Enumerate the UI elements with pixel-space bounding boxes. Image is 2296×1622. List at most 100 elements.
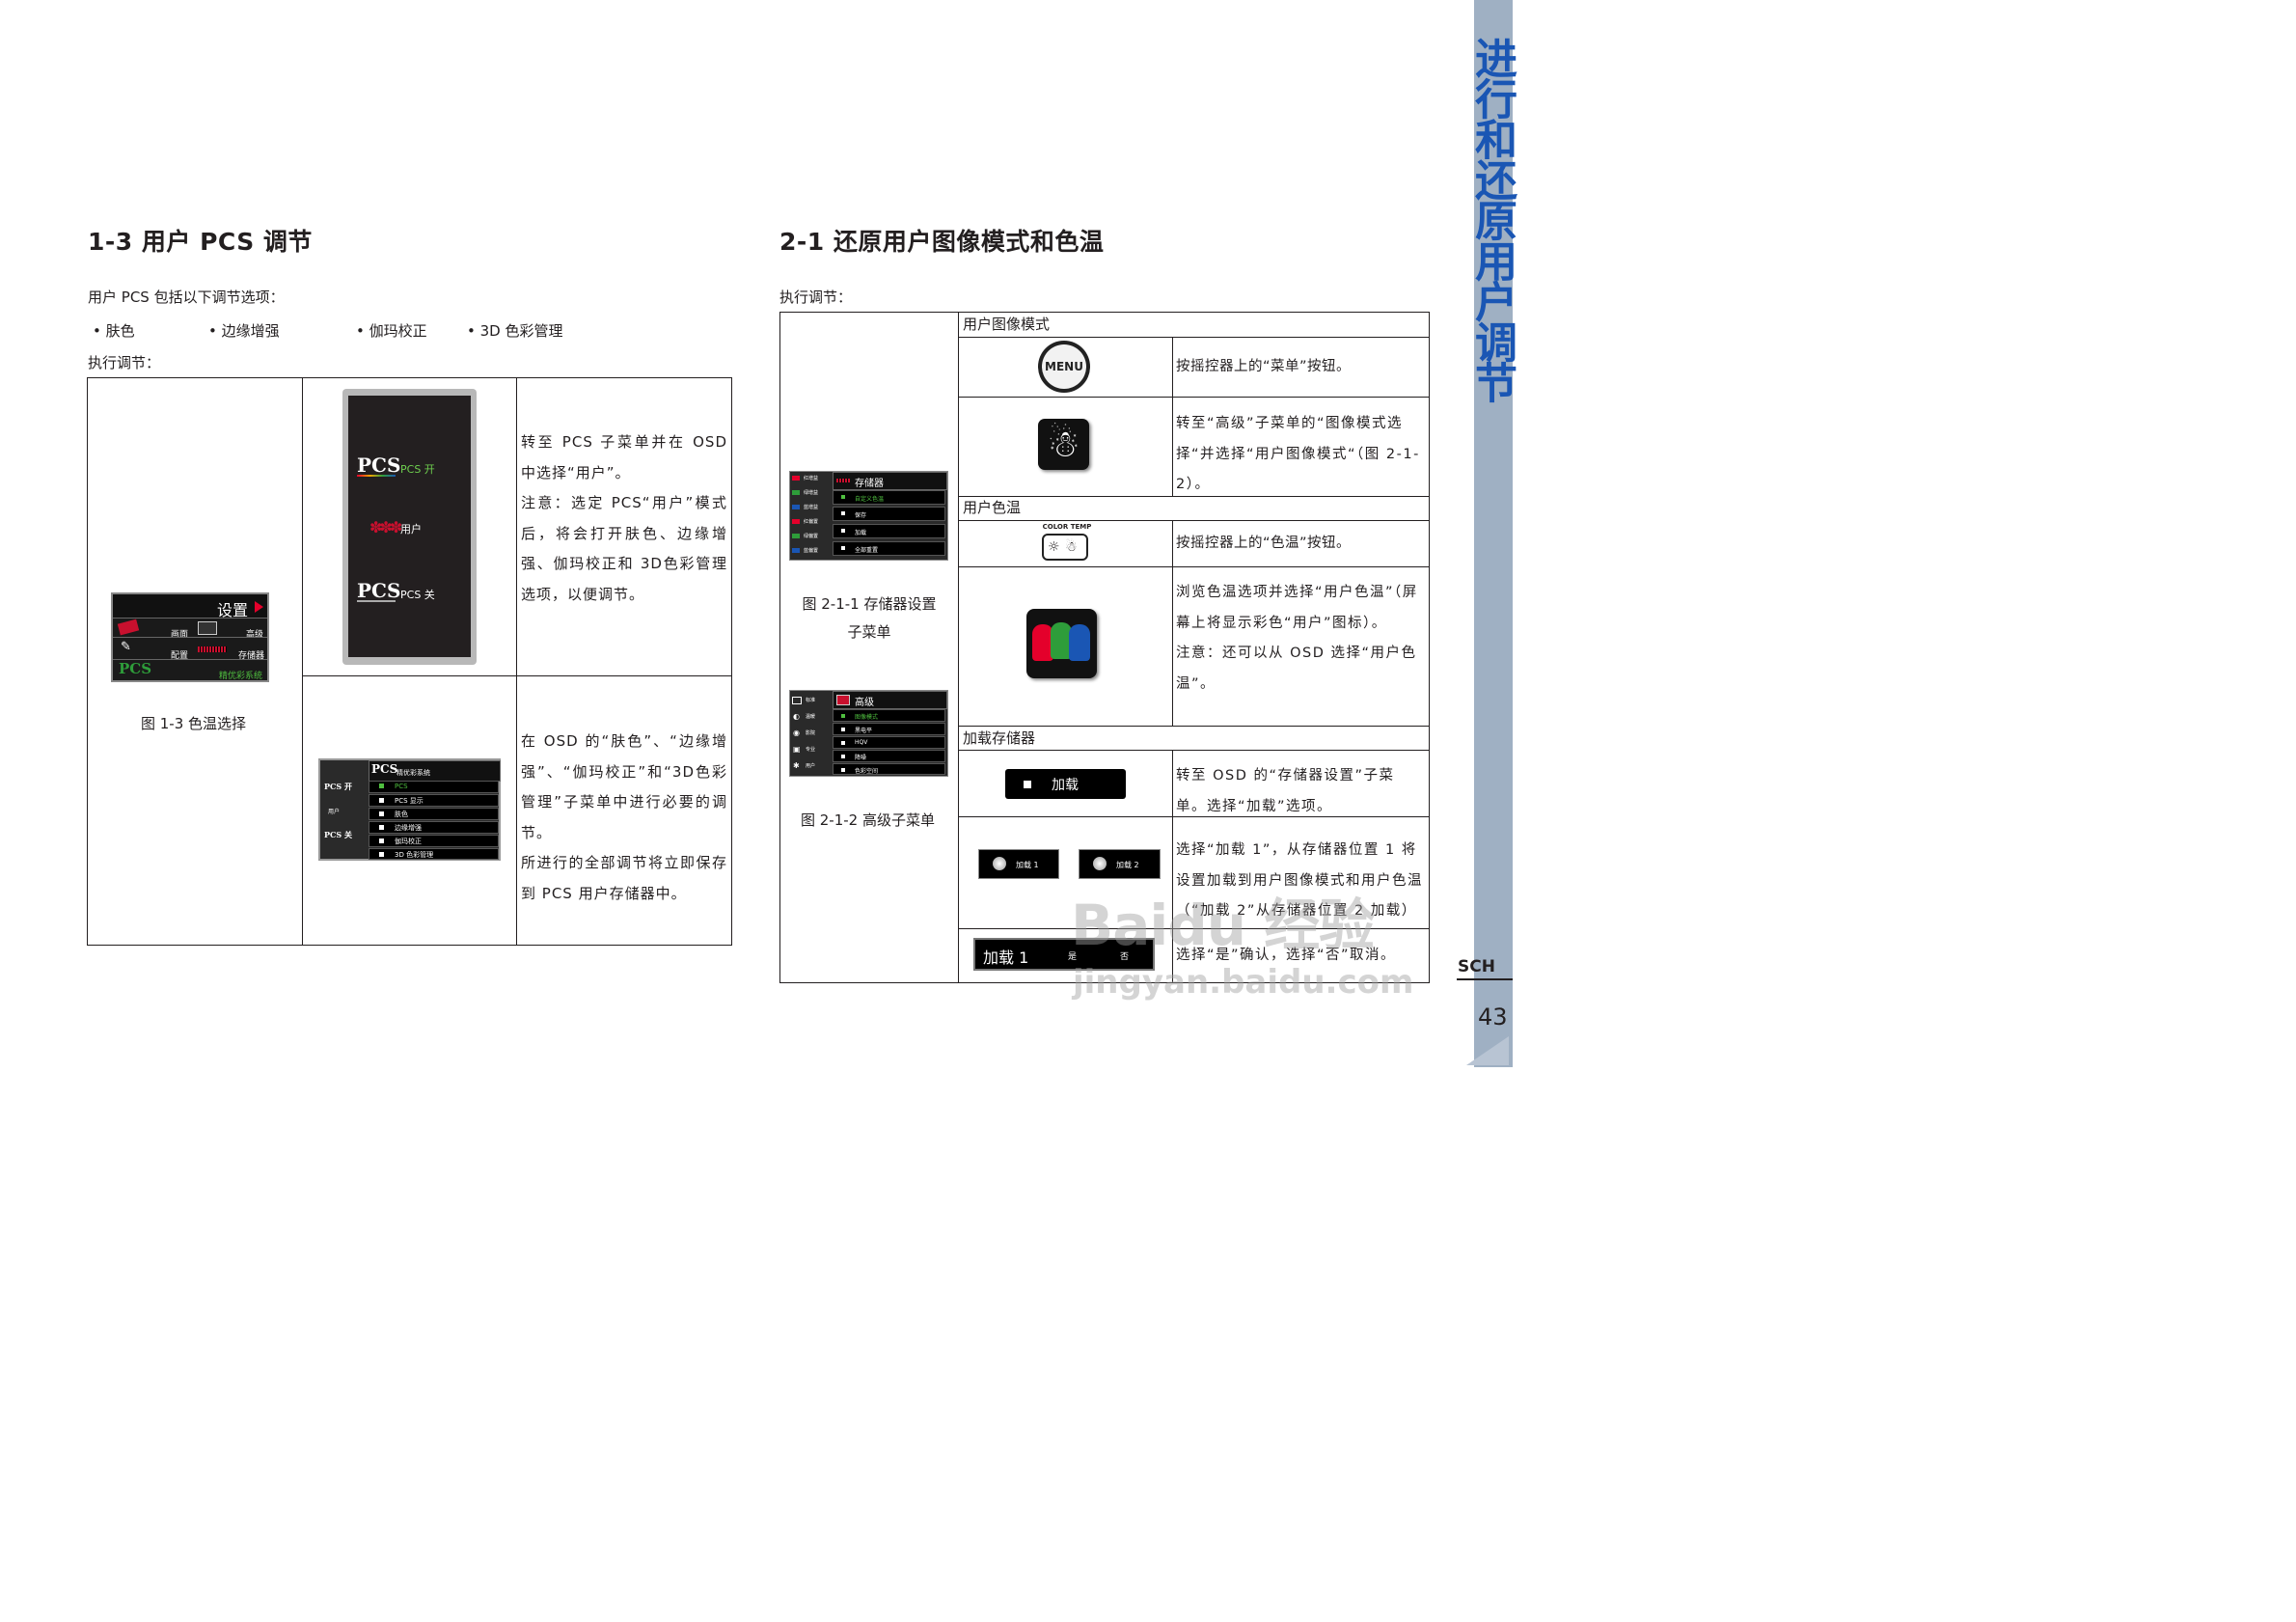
sub-header-logo: PCS (371, 762, 398, 776)
pcs-off-label: PCS 关 (400, 589, 435, 601)
mem-side-1: 绿增益 (804, 490, 819, 496)
load1-button[interactable]: 加载 1 (978, 849, 1059, 879)
hqv-icon (836, 695, 850, 705)
user-green-icon (1051, 622, 1072, 659)
chapter-title: 进行和还原用户调节 (1467, 37, 1517, 401)
mem-side-3: 红偏置 (804, 519, 819, 525)
osd-advanced-menu: 标准 ◐温暖 ◉影院 ▣专业 ✱用户 高级 图像模式 黑电平 HQV 降噪 色彩… (789, 690, 948, 777)
sub-item-gamma: 伽玛校正 (395, 838, 422, 845)
load-text: 转至 OSD 的“存储器设置”子菜单。选择“加载”选项。 (1176, 768, 1395, 814)
confirm-text: 选择“是”确认，选择“否”取消。 (1176, 948, 1397, 963)
pcs-on-logo: PCS (357, 454, 401, 477)
user-icon: ✽✽✽ (369, 518, 402, 536)
pcs-text-1-note: 注意：选定 PCS“用户”模式后，将会打开肤色、边缘增强、伽玛校正和 3D色彩管… (521, 494, 727, 603)
confirm-yes[interactable]: 是 (1068, 952, 1078, 962)
snowman-icon: ☃ (1065, 539, 1078, 555)
osd-item-advanced: 高级 (246, 630, 264, 640)
adv-item-3: 降噪 (855, 755, 867, 761)
section-user-picture-mode: 用户图像模式 (963, 316, 1051, 333)
sub-item-edge: 边缘增强 (395, 824, 422, 832)
user-red-icon (1032, 624, 1053, 661)
fig-2-1-1-caption: 图 2-1-1 存储器设置子菜单 (802, 595, 937, 641)
osd-settings-title: 设置 (217, 601, 249, 619)
advanced-text: 转至“高级”子菜单的“图像模式选择“并选择“用户图像模式“（图 2-1-2）。 (1176, 416, 1420, 492)
person-icon: ☃ (1047, 423, 1080, 465)
page-number: 43 (1478, 1003, 1508, 1031)
load-button[interactable]: 加载 (1005, 769, 1126, 799)
adv-item-2: HQV (855, 739, 868, 746)
load-confirm-dialog: 加载 1 是 否 (973, 938, 1155, 971)
adv-item-1: 黑电平 (855, 728, 873, 734)
sub-side-user: 用户 (328, 809, 341, 815)
pcs-off-logo: PCS (357, 579, 401, 602)
pcs-text-1: 转至 PCS 子菜单并在 OSD 中选择“用户”。 注意：选定 PCS“用户”模… (521, 427, 727, 610)
adv-side-2: 影院 (806, 730, 816, 736)
color-temp-text: 按摇控器上的“色温”按钮。 (1176, 536, 1352, 551)
right-exec-label: 执行调节： (779, 289, 853, 306)
bullet-skin: • 肤色 (93, 322, 135, 340)
adv-item-4: 色彩空间 (855, 768, 879, 775)
watermark-url: jingyan.baidu.com (1073, 963, 1414, 1002)
load2-label: 加载 2 (1116, 861, 1139, 869)
page-corner-icon (1466, 1036, 1509, 1065)
mem-side-0: 红增益 (804, 476, 819, 481)
sub-side-pcs-off: PCS 关 (324, 830, 352, 839)
load12-text: 选择“加载 1”，从存储器位置 1 将设置加载到用户图像模式和用户色温（“加载 … (1176, 842, 1423, 919)
osd-item-picture: 画面 (171, 630, 189, 640)
color-temp-button[interactable]: ☼ ☃ (1042, 534, 1088, 561)
color-temp-label: COLOR TEMP (1042, 523, 1092, 531)
mem-side-2: 蓝增益 (804, 505, 819, 510)
user-temp-note: 注意：还可以从 OSD 选择“用户色温”。 (1176, 646, 1417, 692)
sub-item-pcs-display: PCS 显示 (395, 797, 424, 805)
advanced-icon (198, 621, 217, 635)
user-mode-button[interactable]: ☃ (1038, 419, 1089, 470)
left-table (87, 377, 732, 946)
sub-side-pcs-on: PCS 开 (324, 782, 352, 791)
picture-icon (117, 619, 140, 636)
section-user-color-temp: 用户色温 (963, 499, 1022, 516)
adv-side-1: 温暖 (806, 714, 816, 720)
osd-settings-menu: 设置 画面 高级 ✎ 配置 存储器 PCS 精优彩系统 (111, 592, 269, 682)
adv-title: 高级 (855, 698, 874, 708)
pcs-text-2-note: 所进行的全部调节将立即保存到 PCS 用户存储器中。 (521, 854, 727, 902)
load2-button[interactable]: 加载 2 (1079, 849, 1161, 879)
pcs-text-2: 在 OSD 的“肤色”、“边缘增强”、“伽玛校正”和“3D色彩管理”子菜单中进行… (521, 727, 727, 909)
adv-side-3: 专业 (806, 747, 816, 753)
user-color-icon-button[interactable] (1026, 609, 1097, 678)
bullet-3d: • 3D 色彩管理 (467, 322, 563, 340)
bullet-gamma: • 伽玛校正 (356, 322, 427, 340)
fig-1-3-caption: 图 1-3 色温选择 (141, 715, 247, 732)
language-code: SCH (1458, 957, 1495, 976)
chapter-sidebar (1474, 0, 1513, 1067)
sub-item-pcs: PCS (395, 783, 408, 790)
pcs-on-label: PCS 开 (400, 463, 435, 476)
sub-item-skin: 肤色 (395, 811, 408, 818)
menu-button[interactable]: MENU (1042, 344, 1086, 389)
user-blue-icon (1069, 624, 1090, 661)
mem-item-2: 加载 (855, 530, 867, 536)
menu-text: 按摇控器上的“菜单”按钮。 (1176, 359, 1352, 374)
mem-item-0: 自定义色温 (855, 496, 885, 503)
pcs-user-label: 用户 (400, 523, 422, 536)
right-section-title: 2-1 还原用户图像模式和色温 (779, 228, 1105, 256)
left-intro: 用户 PCS 包括以下调节选项： (88, 289, 285, 306)
fig-2-1-2-caption: 图 2-1-2 高级子菜单 (801, 811, 935, 829)
osd-item-config: 配置 (171, 651, 189, 661)
confirm-no[interactable]: 否 (1120, 952, 1130, 962)
osd-pcs-submenu: PCS 开 用户 PCS 关 PCS 精优彩系统 PCS PCS 显示 肤色 边… (318, 758, 501, 861)
mem-item-1: 保存 (855, 512, 867, 519)
mem-side-4: 绿偏置 (804, 534, 819, 539)
confirm-label: 加载 1 (983, 948, 1029, 967)
adv-side-0: 标准 (806, 698, 816, 703)
disc-icon (993, 857, 1006, 870)
adv-item-0: 图像模式 (855, 714, 879, 721)
pcs-text-2-main: 在 OSD 的“肤色”、“边缘增强”、“伽玛校正”和“3D色彩管理”子菜单中进行… (521, 732, 727, 841)
arrow-right-icon (255, 601, 263, 613)
user-temp-text: 浏览色温选项并选择“用户色温”（屏幕上将显示彩色“用户”图标）。 注意：还可以从… (1176, 578, 1425, 700)
menu-button-outer[interactable]: MENU (1038, 341, 1090, 393)
mem-side-5: 蓝偏置 (804, 548, 819, 554)
memory-icon (198, 646, 227, 652)
right-table (779, 312, 1430, 983)
left-section-title: 1-3 用户 PCS 调节 (88, 228, 313, 256)
user-temp-main: 浏览色温选项并选择“用户色温”（屏幕上将显示彩色“用户”图标）。 (1176, 585, 1418, 631)
